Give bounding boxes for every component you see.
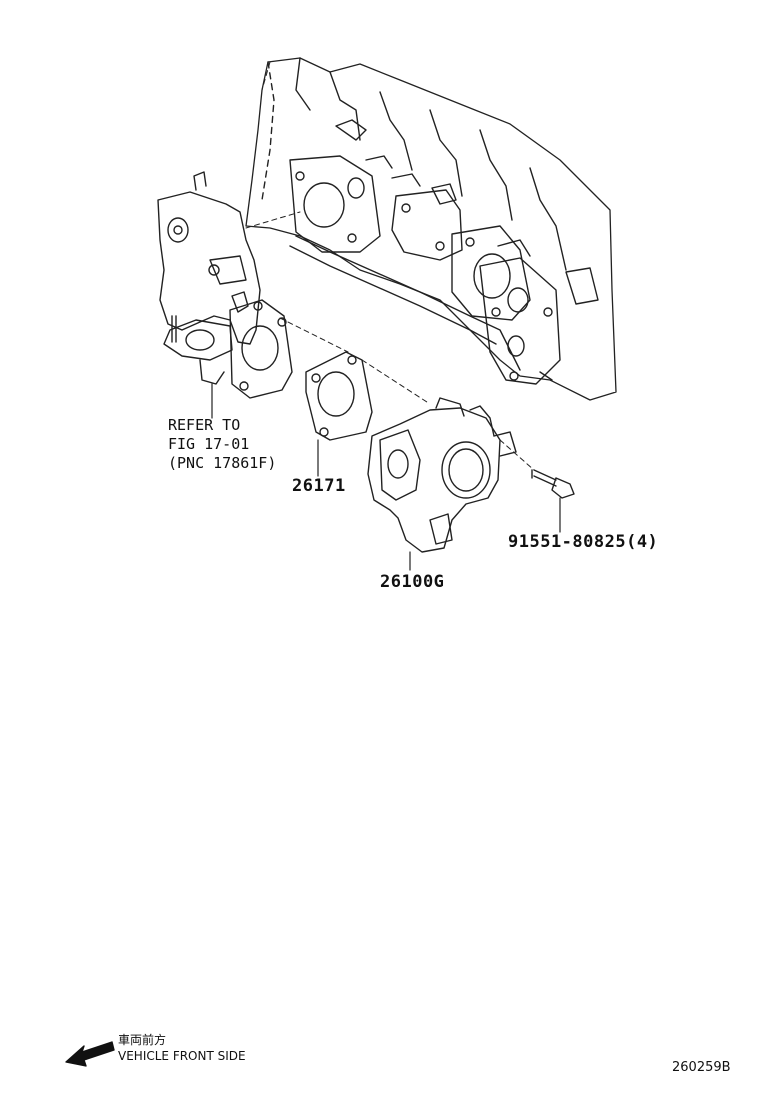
manifold-flange-illustration	[229, 299, 293, 399]
vehicle-front-english: VEHICLE FRONT SIDE	[118, 1049, 246, 1063]
illustration-code: 260259B	[672, 1060, 731, 1075]
assembly-dash-lines	[245, 61, 535, 471]
reference-line-1: REFER TO	[168, 416, 241, 434]
reference-line-2: FIG 17-01	[168, 435, 250, 453]
throttle-body-illustration	[367, 397, 517, 553]
part-label-bolt: 91551-80825(4)	[508, 532, 659, 552]
reference-note: REFER TO FIG 17-01 (PNC 17861F)	[168, 416, 276, 473]
reference-line-3: (PNC 17861F)	[168, 454, 277, 472]
gasket-26171-illustration	[305, 351, 373, 441]
bolt-illustration	[531, 469, 575, 499]
vehicle-front-japanese: 車両前方	[118, 1033, 167, 1047]
vehicle-front-arrow-icon	[65, 1041, 115, 1067]
part-label-throttle-body: 26100G	[380, 572, 445, 592]
cylinder-head-illustration	[245, 57, 617, 401]
intake-manifold-illustration	[157, 171, 261, 385]
part-label-gasket: 26171	[292, 476, 346, 496]
vehicle-front-label: 車両前方 VEHICLE FRONT SIDE	[118, 1032, 246, 1064]
leader-lines	[211, 383, 561, 571]
